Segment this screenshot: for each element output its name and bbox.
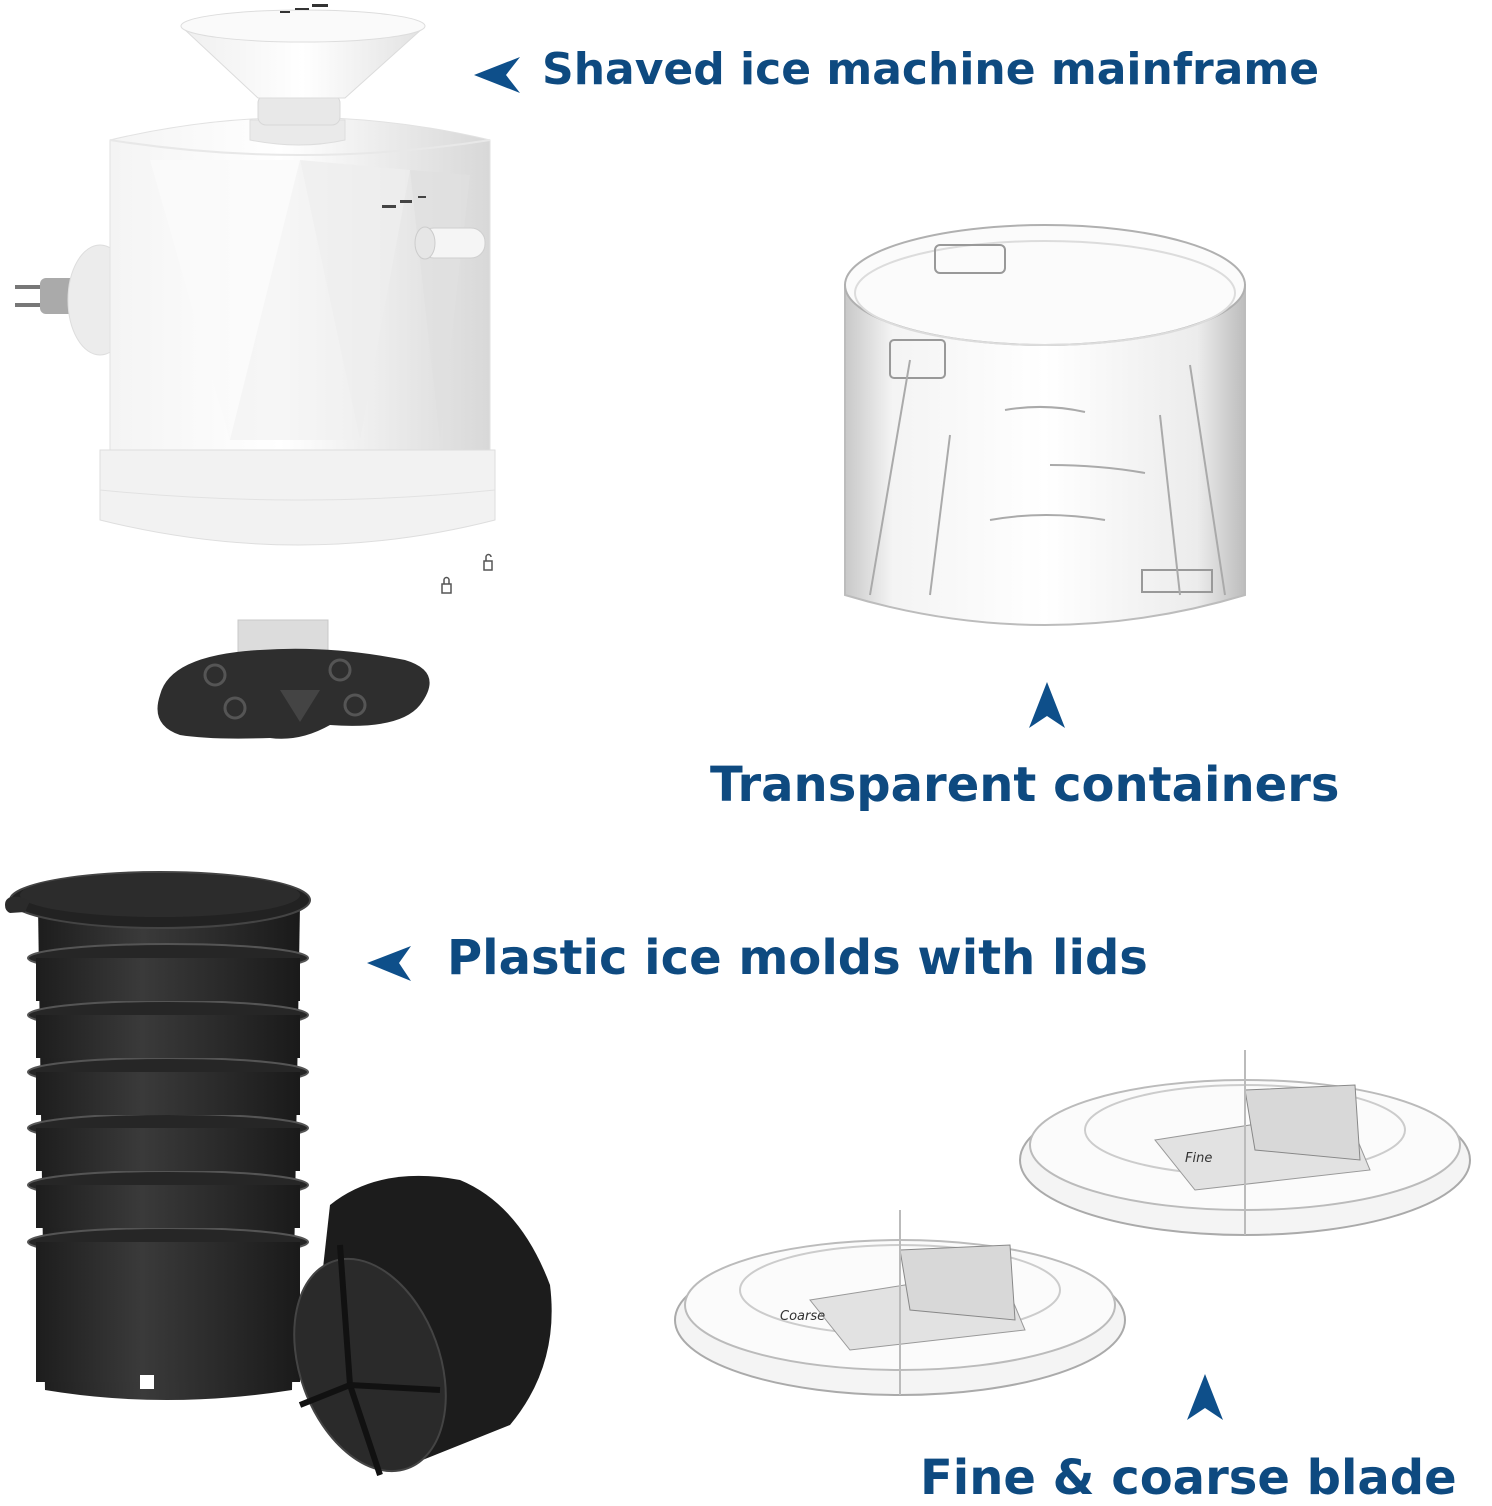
up-pointer-arrow-icon	[1183, 1372, 1227, 1422]
left-pointer-arrow-icon	[365, 943, 415, 983]
unlock-icon	[483, 553, 493, 571]
mainframe-image	[0, 0, 500, 750]
lock-icon	[441, 576, 452, 594]
ice-molds-image	[0, 865, 600, 1500]
coarse-blade-image: Coarse	[670, 1210, 1130, 1405]
transparent-container-image	[830, 215, 1260, 655]
coarse-engraving: Coarse	[780, 1309, 825, 1324]
up-pointer-arrow-icon	[1025, 680, 1069, 730]
callout-containers-label: Transparent containers	[710, 757, 1340, 813]
left-pointer-arrow-icon	[472, 55, 522, 95]
callout-blades-label: Fine & coarse blade	[920, 1450, 1457, 1506]
callout-molds-label: Plastic ice molds with lids	[447, 930, 1148, 986]
fine-blade-image: Fine	[1015, 1050, 1475, 1245]
callout-mainframe-label: Shaved ice machine mainframe	[542, 44, 1320, 95]
fine-engraving: Fine	[1185, 1151, 1212, 1166]
